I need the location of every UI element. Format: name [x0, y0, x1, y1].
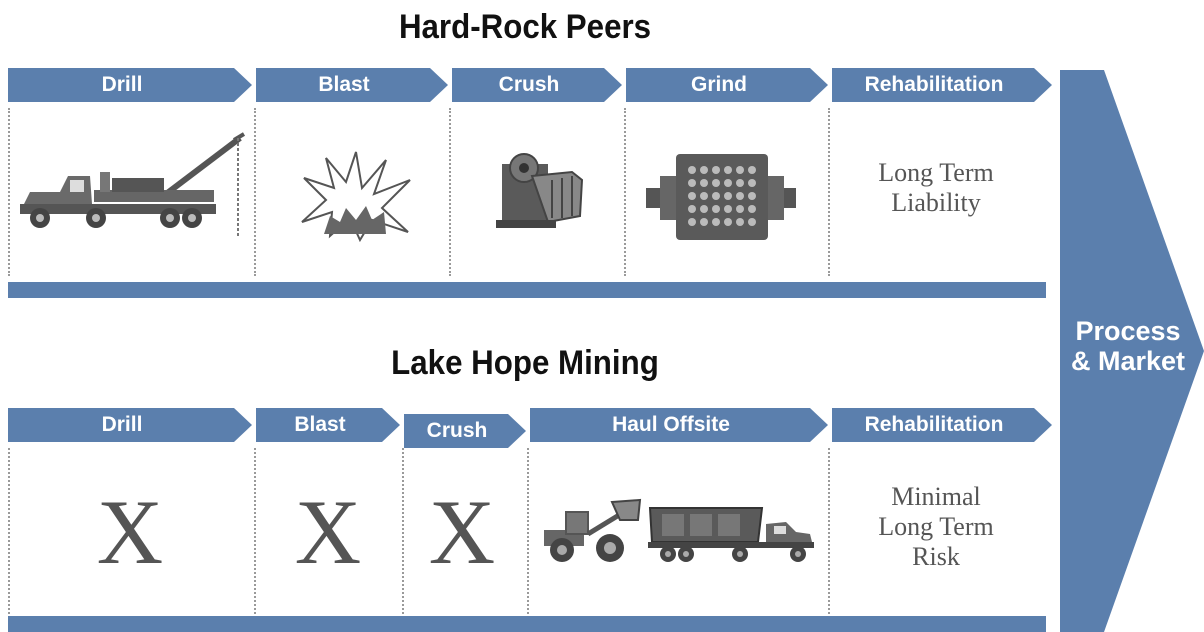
divider: [254, 448, 256, 614]
top-baseline-bar: [8, 282, 1046, 298]
bottom-step-blast: Blast: [256, 408, 400, 442]
divider: [828, 108, 830, 276]
jaw-crusher-icon: [496, 153, 584, 228]
top-step-rehabilitation: Rehabilitation: [832, 68, 1052, 102]
not-required-x-mark: X: [96, 481, 164, 583]
ball-mill-icon: [646, 154, 796, 240]
not-required-x-mark: X: [428, 481, 496, 583]
top-step-drill: Drill: [8, 68, 252, 102]
top-step-blast: Blast: [256, 68, 448, 102]
top-step-crush-label: Crush: [498, 73, 560, 96]
loader-and-haul-truck-icon: [544, 498, 814, 562]
hard-rock-peers-title: Hard-Rock Peers: [398, 8, 652, 46]
bottom-baseline-bar: [8, 616, 1046, 632]
process-market-arrow: [1060, 70, 1204, 632]
bottom-step-haul-offsite-label: Haul Offsite: [612, 413, 730, 436]
divider: [527, 448, 529, 614]
not-required-x-mark: X: [294, 481, 362, 583]
top-step-grind-label: Grind: [691, 73, 747, 96]
top-step-crush: Crush: [452, 68, 622, 102]
top-step-grind: Grind: [626, 68, 828, 102]
explosion-icon: [301, 151, 411, 242]
divider: [449, 108, 451, 276]
bottom-step-drill: Drill: [8, 408, 252, 442]
bottom-step-blast-label: Blast: [294, 413, 346, 436]
lake-hope-mining-title: Lake Hope Mining: [391, 344, 659, 382]
bottom-step-rehabilitation-label: Rehabilitation: [864, 413, 1004, 436]
drill-rig-truck-icon: [20, 132, 246, 236]
bottom-step-rehabilitation: Rehabilitation: [832, 408, 1052, 442]
bottom-step-crush: Crush: [404, 414, 526, 448]
divider: [624, 108, 626, 276]
divider: [8, 448, 10, 614]
divider: [254, 108, 256, 276]
bottom-step-crush-label: Crush: [426, 419, 488, 442]
long-term-liability-text: Long Term Liability: [878, 158, 994, 217]
top-step-drill-label: Drill: [101, 73, 143, 96]
bottom-step-haul-offsite: Haul Offsite: [530, 408, 828, 442]
divider: [8, 108, 10, 276]
top-step-rehabilitation-label: Rehabilitation: [864, 73, 1004, 96]
top-step-blast-label: Blast: [318, 73, 370, 96]
minimal-long-term-risk-text: Minimal Long Term Risk: [878, 482, 994, 571]
divider: [828, 448, 830, 614]
process-market-label: Process & Market: [1070, 316, 1186, 376]
divider: [402, 448, 404, 614]
bottom-step-drill-label: Drill: [101, 413, 143, 436]
